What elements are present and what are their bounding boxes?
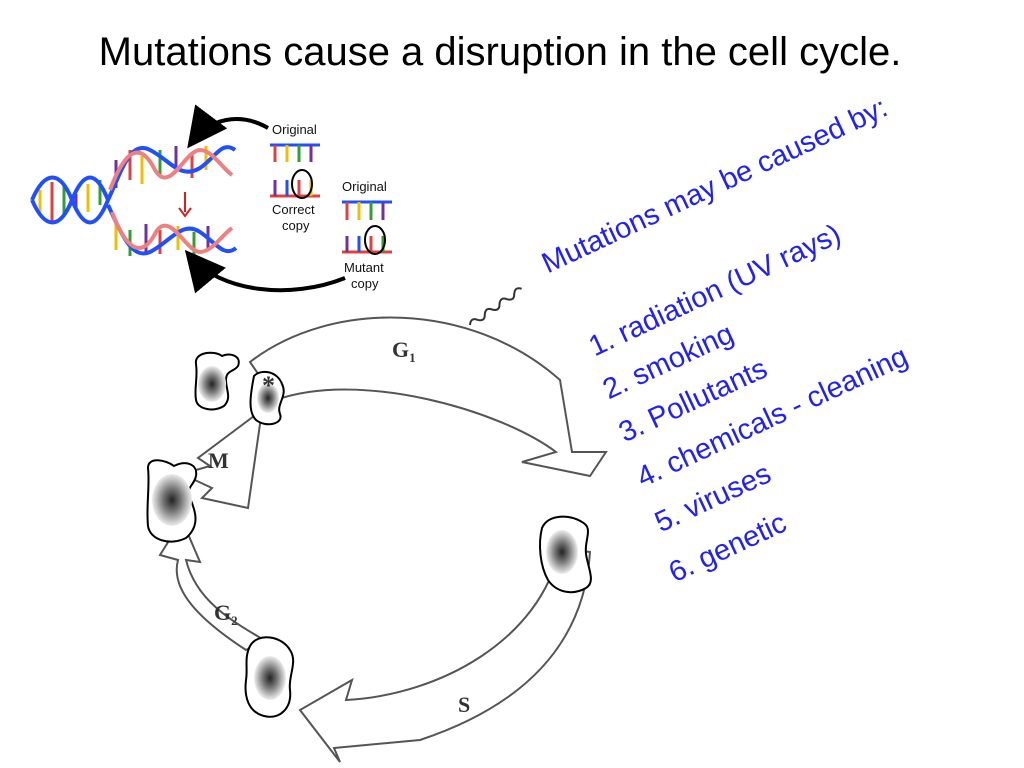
label-correct-copy-line1: Correct — [272, 202, 315, 217]
original-sequence-top — [270, 143, 320, 162]
slide-title: Mutations cause a disruption in the cell… — [98, 30, 902, 74]
original-sequence-bottom — [342, 200, 392, 220]
correct-copy-sequence — [270, 169, 320, 199]
mutation-marker: * — [262, 371, 275, 400]
squiggle-line — [469, 287, 522, 326]
phase-label-g1: G1 — [392, 337, 416, 365]
cell-s-phase — [539, 515, 592, 594]
red-down-arrowhead — [178, 207, 192, 218]
dna-replication-panel: Original Correct copy Original Mutant co… — [30, 104, 392, 294]
cell-mutated — [249, 370, 285, 426]
dna-strand-left-b — [30, 175, 110, 225]
cell-top-left — [194, 351, 240, 411]
dna-strand-lower-red — [110, 211, 234, 255]
cycle-arrow-g1 — [248, 316, 608, 478]
cell-g2-phase — [244, 636, 295, 718]
phase-label-s: S — [458, 692, 470, 717]
label-mutant-copy-line2: copy — [351, 276, 379, 291]
cycle-arrow-s — [298, 546, 592, 763]
cell-m-phase — [146, 459, 198, 543]
phase-label-m: M — [208, 448, 229, 473]
label-correct-copy-line2: copy — [282, 218, 310, 233]
label-original-top: Original — [272, 122, 317, 137]
mutant-copy-sequence — [342, 225, 392, 255]
phase-label-g2: G2 — [214, 600, 238, 628]
cell-cycle: G1 S G2 M * — [146, 316, 608, 763]
label-mutant-copy-line1: Mutant — [344, 260, 384, 275]
curved-arrow-bottom — [184, 249, 346, 294]
label-original-bottom: Original — [342, 179, 387, 194]
curved-arrow-top — [187, 104, 269, 149]
dna-strand-upper-red — [108, 147, 234, 191]
